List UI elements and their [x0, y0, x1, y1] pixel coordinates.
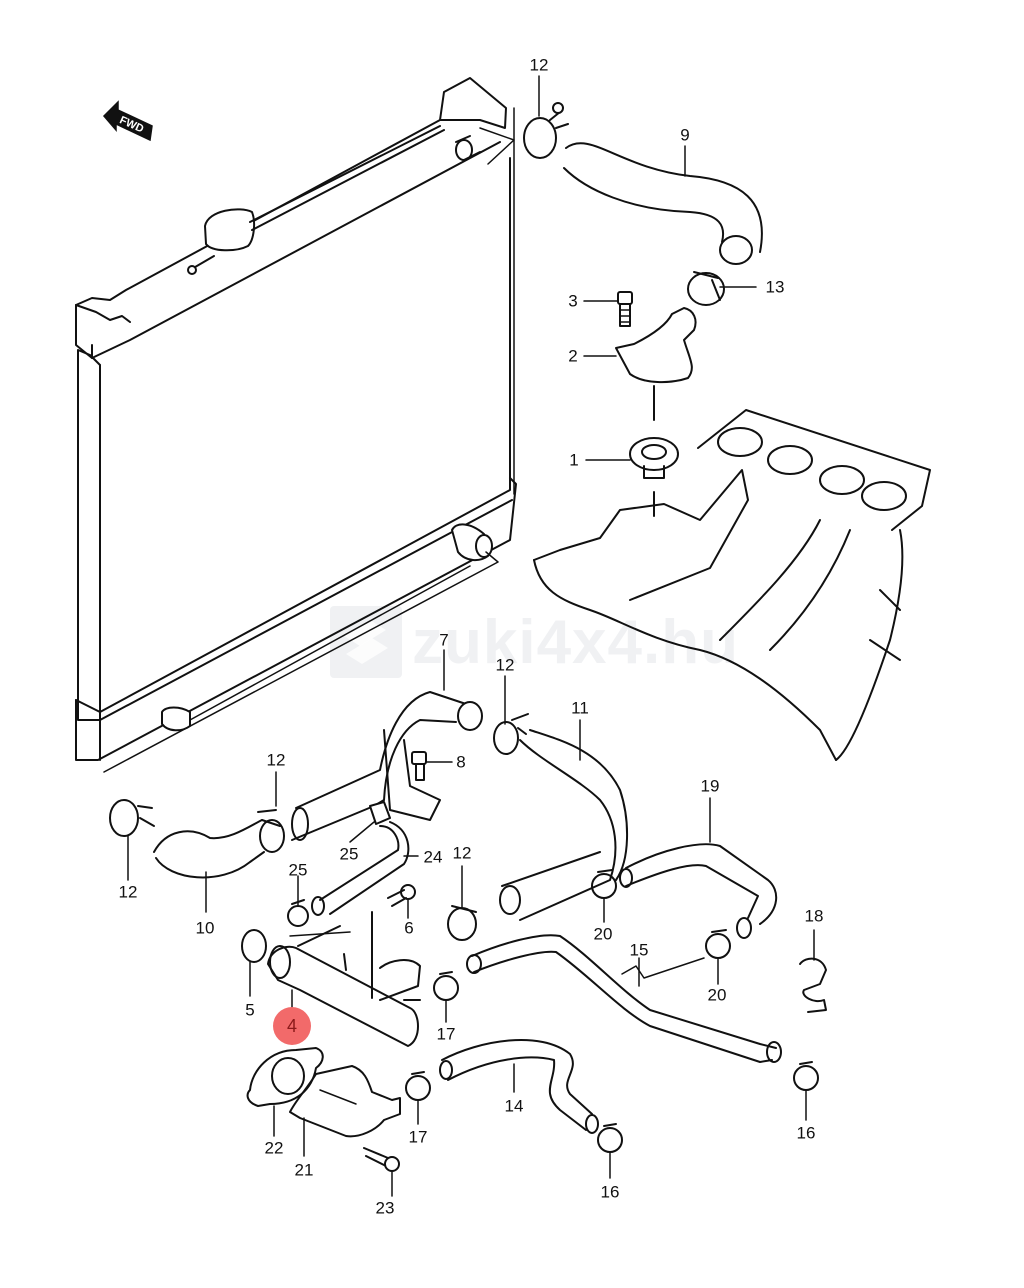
bolt-23 [363, 1147, 400, 1172]
hose-clamp-12-top [523, 102, 569, 159]
callout-12[interactable]: 12 [452, 843, 472, 863]
callout-3[interactable]: 3 [568, 291, 578, 311]
gasket-22 [246, 1047, 324, 1107]
callout-6[interactable]: 6 [404, 918, 414, 938]
fwd-arrow-icon: FWD [102, 100, 153, 142]
callout-8[interactable]: 8 [456, 752, 466, 772]
callout-15[interactable]: 15 [629, 940, 649, 960]
callout-19[interactable]: 19 [700, 776, 720, 796]
hose-clamp-12-low [447, 905, 477, 941]
hose-clamp-13 [687, 271, 725, 306]
callout-9[interactable]: 9 [680, 125, 690, 145]
callout-22[interactable]: 22 [264, 1138, 284, 1158]
callout-12[interactable]: 12 [495, 655, 515, 675]
radiator-hose-10 [153, 809, 285, 879]
water-outlet-21 [289, 1065, 401, 1138]
watermark-text: zuki4x4.hu [412, 607, 739, 677]
bypass-hose-24 [311, 821, 410, 916]
fwd-text: FWD [118, 114, 146, 135]
callout-10[interactable]: 10 [195, 918, 215, 938]
hose-clamp-25-top [369, 801, 391, 825]
intake-manifold [533, 409, 931, 761]
upper-radiator-hose-9 [563, 142, 763, 265]
radiator-hose-11 [499, 729, 628, 921]
callout-20[interactable]: 20 [707, 985, 727, 1005]
heater-hose-15 [466, 934, 782, 1063]
callout-17[interactable]: 17 [436, 1024, 456, 1044]
highlight-part-4[interactable]: 4 [273, 1007, 311, 1045]
highlight-label: 4 [286, 1015, 297, 1036]
callout-23[interactable]: 23 [375, 1198, 395, 1218]
callout-20[interactable]: 20 [593, 924, 613, 944]
callout-7[interactable]: 7 [439, 630, 449, 650]
leader-lines [127, 75, 815, 1197]
hose-clamp-20-bottom [705, 929, 731, 959]
thermostat-1 [629, 437, 679, 517]
callout-5[interactable]: 5 [245, 1000, 255, 1020]
hose-clamp-16-left [597, 1123, 623, 1153]
hose-clamp-17-bottom [405, 1071, 431, 1101]
hose-clamp-12-mid [493, 713, 529, 755]
callout-1[interactable]: 1 [569, 450, 579, 470]
heater-hose-19 [619, 843, 778, 939]
callout-16[interactable]: 16 [600, 1182, 620, 1202]
bolt-6 [387, 884, 416, 907]
radiator-hose-7 [291, 691, 483, 841]
hose-clip-18 [799, 957, 827, 1013]
radiator [75, 77, 517, 773]
callout-21[interactable]: 21 [294, 1160, 314, 1180]
callout-12[interactable]: 12 [266, 750, 286, 770]
callout-25[interactable]: 25 [339, 844, 359, 864]
callout-16[interactable]: 16 [796, 1123, 816, 1143]
hose-clamp-17-top [433, 971, 459, 1001]
hose-clamp-12-left [109, 799, 155, 837]
callout-12[interactable]: 12 [118, 882, 138, 902]
callout-25[interactable]: 25 [288, 860, 308, 880]
callout-2[interactable]: 2 [568, 346, 578, 366]
callout-11[interactable]: 11 [571, 698, 589, 718]
water-inlet-pipe-4 [267, 911, 421, 1047]
thermostat-cap-2 [615, 307, 697, 421]
callout-24[interactable]: 24 [423, 847, 443, 867]
callout-13[interactable]: 13 [765, 277, 785, 297]
hose-clamp-16-right [793, 1061, 819, 1091]
callout-12[interactable]: 12 [529, 55, 549, 75]
callout-17[interactable]: 17 [408, 1127, 428, 1147]
heater-hose-14 [439, 1038, 599, 1134]
callout-14[interactable]: 14 [504, 1096, 524, 1116]
bolt-3 [617, 291, 633, 327]
o-ring-5 [241, 929, 267, 963]
bolt-8 [411, 751, 427, 781]
callout-18[interactable]: 18 [804, 906, 824, 926]
